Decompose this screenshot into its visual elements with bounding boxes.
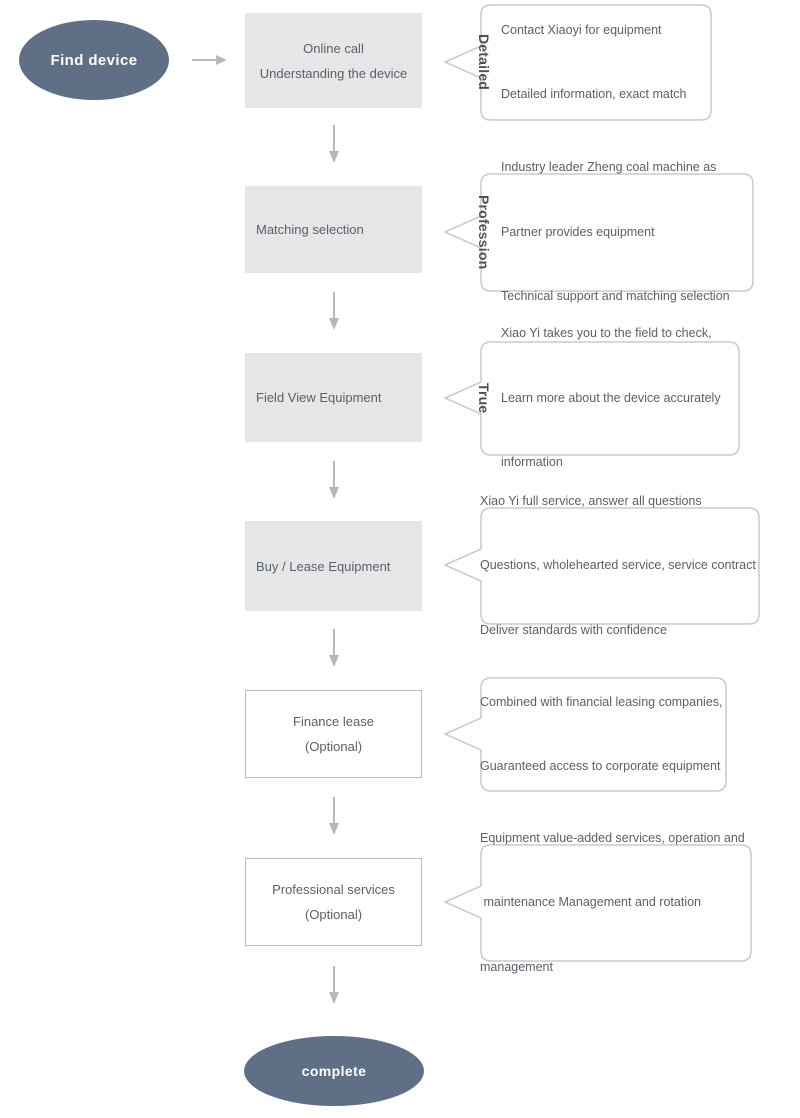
arrow-shaft — [333, 125, 335, 153]
process-box-line: (Optional) — [304, 907, 363, 922]
callout-text-line: Xiao Yi full service, answer all questio… — [480, 493, 702, 508]
callout-text-line: Detailed information, exact match — [501, 87, 687, 101]
start-terminator-label: Find device — [50, 51, 138, 69]
callout-text-line: Deliver standards with confidence — [480, 622, 667, 637]
arrow-step5-to-step6-icon — [327, 797, 341, 837]
arrow-head — [329, 487, 339, 499]
callout-text: Xiao Yi full service, answer all questio… — [480, 448, 756, 685]
callout-content: Combined with financial leasing companie… — [463, 676, 728, 793]
callout-text: Combined with financial leasing companie… — [480, 649, 723, 821]
callout-text-line: management — [480, 959, 553, 974]
process-box-finance-lease[interactable]: Finance lease (Optional) — [245, 690, 422, 778]
callout-text-line: Contact Xiaoyi for equipment — [501, 22, 662, 37]
process-box-line: Field View Equipment — [256, 390, 382, 405]
callout-detailed[interactable]: Detailed Contact Xiaoyi for equipment De… — [443, 3, 713, 122]
end-terminator-label: complete — [301, 1063, 367, 1079]
arrow-step3-to-step4-icon — [327, 461, 341, 501]
arrow-shaft — [333, 629, 335, 657]
arrow-head — [329, 318, 339, 330]
callout-text-line: Equipment value-added services, operatio… — [480, 830, 745, 845]
callout-content: Equipment value-added services, operatio… — [463, 831, 753, 974]
process-box-line: Finance lease — [293, 714, 374, 729]
callout-bubble-shape-icon — [444, 341, 740, 456]
callout-text-line: Combined with financial leasing companie… — [480, 694, 723, 709]
start-terminator[interactable]: Find device — [19, 20, 169, 100]
callout-content: Detailed Contact Xiaoyi for equipment De… — [463, 3, 713, 122]
callout-text-line: Industry leader Zheng coal machine as — [501, 160, 717, 175]
arrow-step4-to-step5-icon — [327, 629, 341, 669]
arrow-head — [329, 992, 339, 1004]
callout-content: True Xiao Yi takes you to the field to c… — [463, 326, 741, 469]
callout-service[interactable]: Xiao Yi full service, answer all questio… — [443, 494, 761, 637]
callout-content: Profession Industry leader Zheng coal ma… — [463, 160, 755, 303]
callout-text-line: Xiao Yi takes you to the field to check, — [501, 326, 712, 341]
callout-bubble-shape-icon — [444, 507, 760, 625]
callout-vertical-label: Detailed — [476, 34, 492, 91]
arrow-head — [329, 655, 339, 667]
arrow-shaft — [192, 59, 218, 61]
callout-text: Contact Xiaoyi for equipment Detailed in… — [501, 0, 687, 149]
arrow-step2-to-step3-icon — [327, 292, 341, 332]
process-box-online-call[interactable]: Online call Understanding the device — [245, 13, 422, 108]
arrow-shaft — [333, 797, 335, 825]
process-box-line: Matching selection — [256, 222, 364, 237]
arrow-head — [329, 823, 339, 835]
callout-bubble-shape-icon — [444, 677, 727, 792]
process-box-buy-lease-equipment[interactable]: Buy / Lease Equipment — [245, 521, 422, 611]
callout-content: Xiao Yi full service, answer all questio… — [463, 494, 761, 637]
callout-text-line: Guaranteed access to corporate equipment — [480, 759, 721, 773]
callout-vertical-label: Profession — [476, 195, 492, 270]
callout-value-added[interactable]: Equipment value-added services, operatio… — [443, 831, 753, 974]
arrow-start-to-step1-icon — [192, 53, 228, 67]
arrow-head — [216, 55, 227, 65]
callout-bubble-shape-icon — [444, 844, 752, 962]
arrow-head — [329, 151, 339, 163]
callout-text-line: Technical support and matching selection — [501, 289, 730, 304]
process-box-line: Online call — [303, 40, 364, 56]
arrow-shaft — [333, 292, 335, 320]
process-box-field-view-equipment[interactable]: Field View Equipment — [245, 353, 422, 442]
arrow-step1-to-step2-icon — [327, 125, 341, 165]
end-terminator[interactable]: complete — [244, 1036, 424, 1106]
callout-bubble-shape-icon — [444, 173, 754, 292]
callout-text-line: Questions, wholehearted service, service… — [480, 558, 756, 573]
process-box-line: (Optional) — [304, 739, 363, 754]
callout-text-line: information — [501, 455, 563, 470]
process-box-professional-services[interactable]: Professional services (Optional) — [245, 858, 422, 946]
arrow-shaft — [333, 966, 335, 994]
callout-financial-leasing[interactable]: Combined with financial leasing companie… — [443, 676, 728, 793]
process-box-line: Professional services — [272, 882, 395, 897]
process-box-line: Understanding the device — [259, 65, 408, 81]
callout-text: Equipment value-added services, operatio… — [480, 785, 745, 1022]
callout-true[interactable]: True Xiao Yi takes you to the field to c… — [443, 326, 741, 469]
process-box-line: Buy / Lease Equipment — [256, 558, 391, 574]
callout-text: Industry leader Zheng coal machine as Pa… — [501, 114, 730, 351]
callout-text: Xiao Yi takes you to the field to check,… — [501, 280, 721, 517]
callout-text-line: maintenance Management and rotation — [480, 895, 701, 910]
process-box-matching-selection[interactable]: Matching selection — [245, 186, 422, 273]
arrow-shaft — [333, 461, 335, 489]
callout-vertical-label: True — [476, 383, 492, 414]
arrow-step6-to-end-icon — [327, 966, 341, 1006]
callout-text-line: Learn more about the device accurately — [501, 390, 721, 405]
callout-profession[interactable]: Profession Industry leader Zheng coal ma… — [443, 160, 755, 303]
callout-text-line: Partner provides equipment — [501, 224, 655, 239]
callout-bubble-shape-icon — [444, 4, 712, 121]
